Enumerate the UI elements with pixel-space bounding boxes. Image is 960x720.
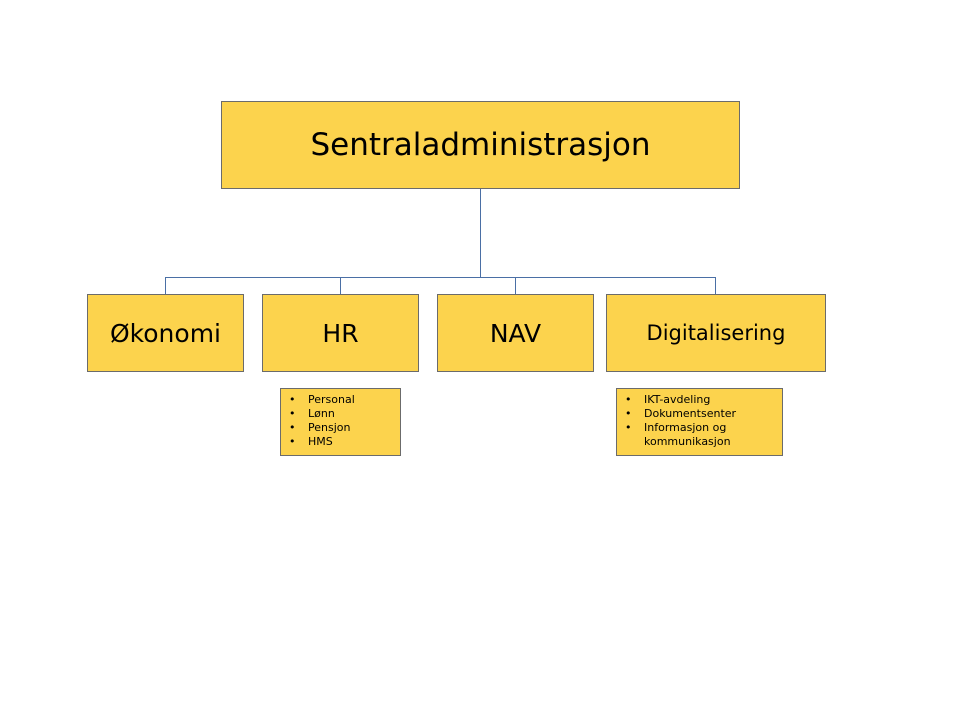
subunit-item: Pensjon [287, 421, 394, 435]
subunit-list-hr: Personal Lønn Pensjon HMS [287, 393, 394, 449]
connector-digitalisering [480, 277, 716, 294]
subunit-box-digitalisering: IKT-avdeling Dokumentsenter Informasjon … [616, 388, 783, 456]
root-label: Sentraladministrasjon [310, 127, 651, 163]
dept-label-hr: HR [322, 318, 359, 348]
subunit-item: Lønn [287, 407, 394, 421]
subunit-item: Personal [287, 393, 394, 407]
dept-label-nav: NAV [489, 318, 542, 348]
dept-label-digitalisering: Digitalisering [646, 321, 786, 345]
connector-okonomi [165, 277, 481, 294]
connector-hr [340, 277, 481, 294]
connector-nav [480, 277, 516, 294]
dept-node-hr: HR [262, 294, 419, 372]
subunit-list-digitalisering: IKT-avdeling Dokumentsenter Informasjon … [623, 393, 776, 449]
dept-node-nav: NAV [437, 294, 594, 372]
subunit-item: IKT-avdeling [623, 393, 776, 407]
subunit-box-hr: Personal Lønn Pensjon HMS [280, 388, 401, 456]
root-node: Sentraladministrasjon [221, 101, 740, 189]
subunit-item: Dokumentsenter [623, 407, 776, 421]
dept-label-okonomi: Økonomi [110, 318, 221, 348]
dept-node-okonomi: Økonomi [87, 294, 244, 372]
subunit-item: Informasjon og kommunikasjon [623, 421, 776, 449]
dept-node-digitalisering: Digitalisering [606, 294, 826, 372]
subunit-item: HMS [287, 435, 394, 449]
